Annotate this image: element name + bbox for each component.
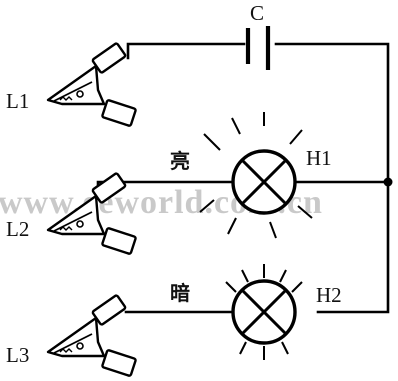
clip-l1-lower-sleeve bbox=[101, 99, 137, 127]
clip-l1: L1 bbox=[6, 42, 137, 127]
lamp-h1: H1 亮 bbox=[170, 112, 332, 239]
clip-l3-jaw bbox=[46, 316, 106, 358]
clip-l1-jaw bbox=[46, 64, 106, 106]
clip-l3-lower-sleeve bbox=[101, 349, 137, 377]
clip-l2-lower-sleeve bbox=[101, 227, 137, 255]
lamp-h2: H2 暗 bbox=[170, 264, 342, 360]
capacitor-label: C bbox=[250, 1, 264, 25]
clip-l3-label: L3 bbox=[6, 343, 29, 367]
wire-l1-to-capacitor bbox=[126, 42, 246, 60]
lamp-h1-label: H1 bbox=[306, 146, 332, 170]
lamp-h1-rays bbox=[199, 112, 313, 239]
lamp-h2-state: 暗 bbox=[170, 281, 190, 305]
clip-l2-label: L2 bbox=[6, 217, 29, 241]
junction-node bbox=[383, 177, 393, 187]
clip-l3: L3 bbox=[6, 294, 137, 377]
lamp-h1-cross-b bbox=[241, 159, 287, 205]
lamp-h1-state: 亮 bbox=[170, 149, 190, 173]
clip-l1-label: L1 bbox=[6, 89, 29, 113]
lamp-h2-label: H2 bbox=[316, 283, 342, 307]
clip-l2: L2 bbox=[6, 172, 137, 255]
lamp-h2-rays bbox=[225, 264, 303, 360]
clip-l2-jaw bbox=[46, 194, 106, 236]
lamp-h2-cross-b bbox=[241, 289, 287, 335]
capacitor: C bbox=[245, 1, 271, 70]
